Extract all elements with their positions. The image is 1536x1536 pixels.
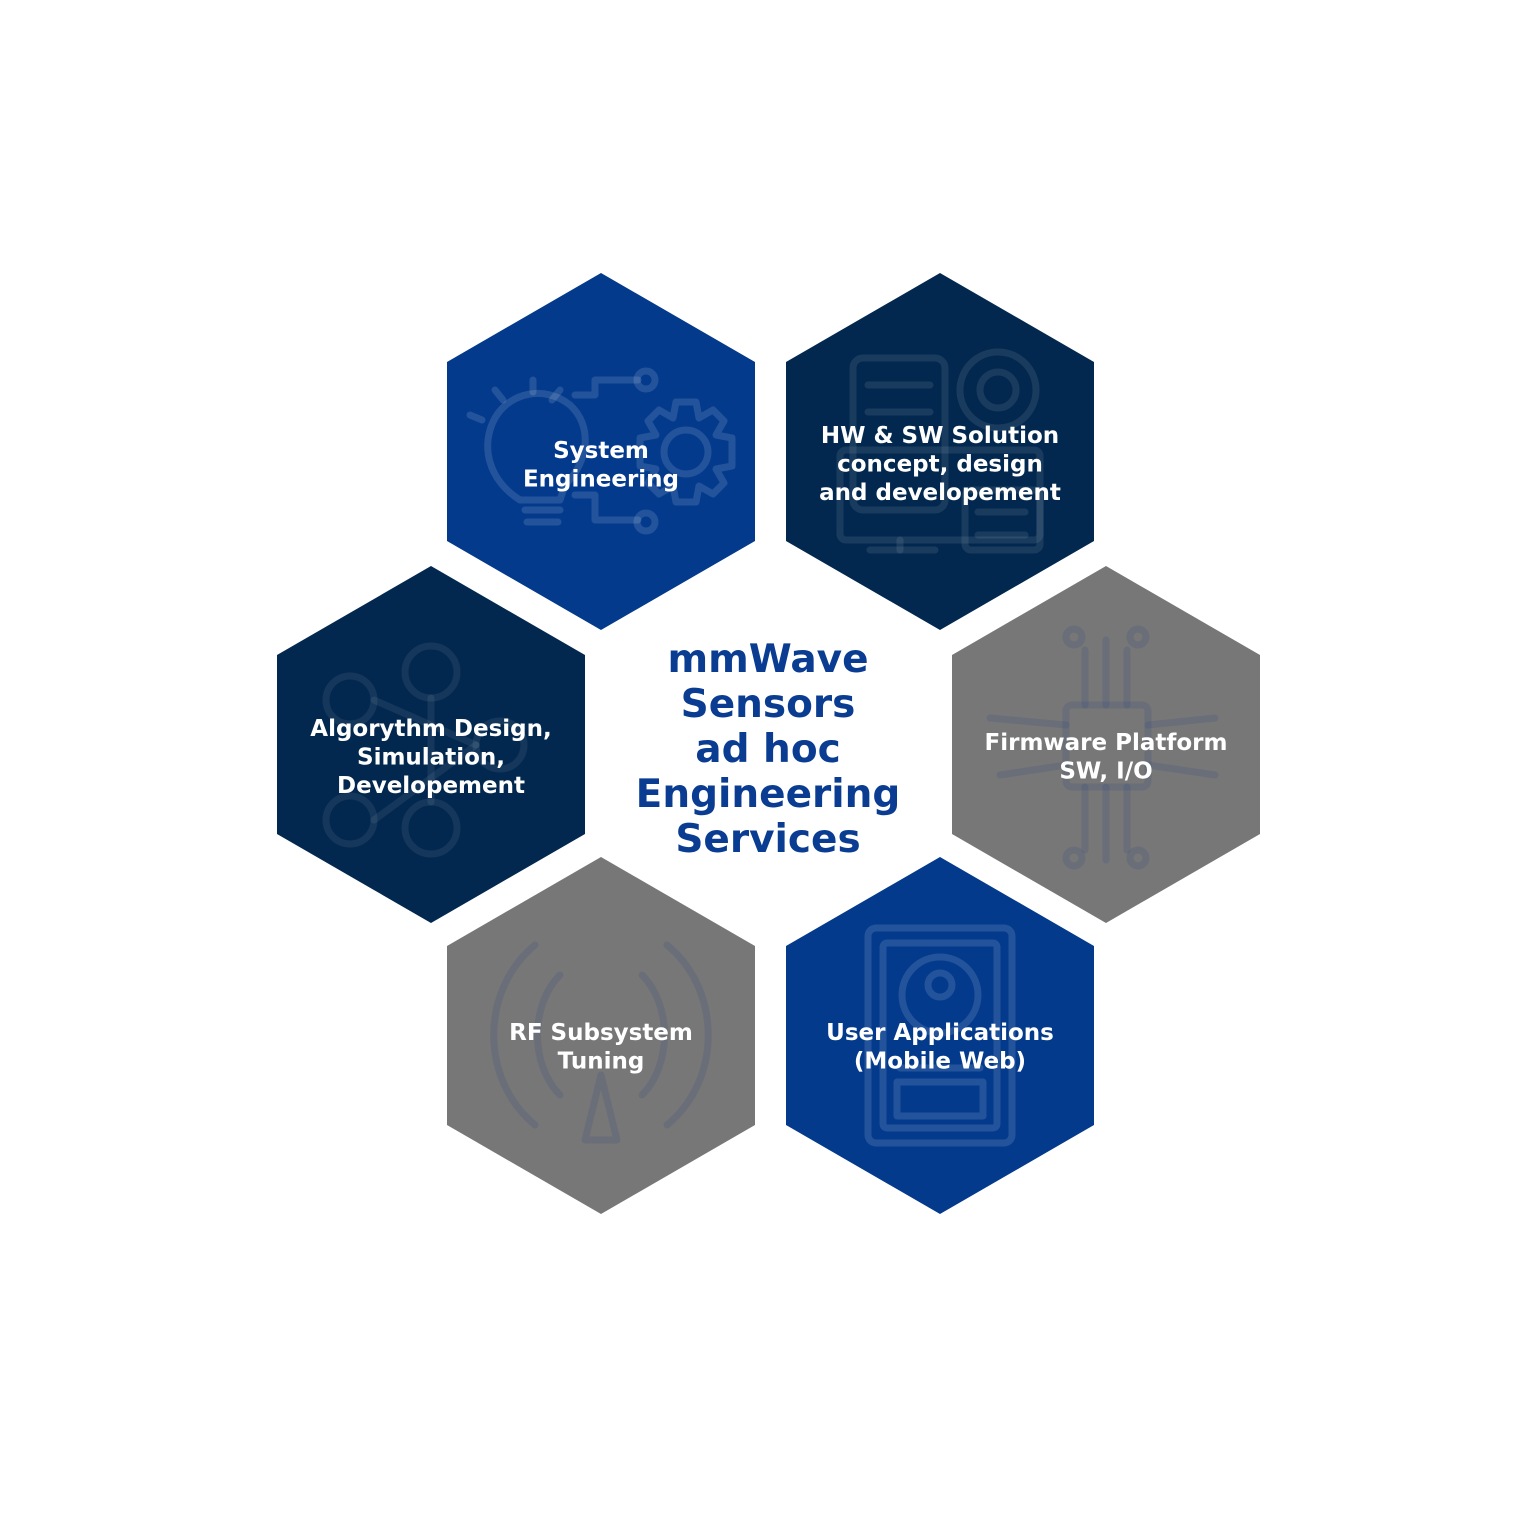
center-title-line: mmWave (667, 637, 868, 682)
hex-label-line: User Applications (826, 1020, 1054, 1046)
lightbulb-gear-icon (466, 367, 736, 535)
hex-label-line: Engineering (523, 467, 679, 493)
hex-label-line: and developement (819, 480, 1061, 506)
hex-shape (447, 273, 755, 630)
hex-label-line: SW, I/O (1059, 759, 1152, 785)
hex-shape (447, 857, 755, 1214)
hex-shape (786, 857, 1094, 1214)
hex-label-line: Developement (337, 773, 525, 799)
center-title-line: Engineering (636, 772, 901, 817)
hex-label-line: System (553, 438, 649, 464)
antenna-signal-icon (490, 941, 712, 1144)
hex-label-line: Tuning (558, 1049, 645, 1075)
chip-circuit-icon (986, 625, 1219, 870)
hex-label: User Applications (Mobile Web) (826, 1020, 1054, 1075)
hex-label-line: (Mobile Web) (854, 1049, 1026, 1075)
center-title-line: Services (675, 817, 860, 862)
hex-shape (786, 273, 1094, 630)
hex-label: Algorythm Design, Simulation,Developement (310, 716, 551, 799)
hex-label-line: Firmware Platform (985, 730, 1228, 756)
hex-shape (277, 566, 585, 923)
mobile-profile-icon (864, 924, 1016, 1147)
hex-shape (952, 566, 1260, 923)
network-nodes-icon (322, 642, 528, 858)
center-title-line: ad hoc (695, 727, 841, 772)
hex-label-line: concept, design (837, 452, 1043, 478)
center-title-line: Sensors (681, 682, 856, 727)
hardware-software-icon (836, 348, 1044, 554)
hex-label-line: HW & SW Solution (821, 423, 1059, 449)
hex-label-line: Algorythm Design, (310, 716, 551, 742)
hex-label-line: RF Subsystem (509, 1020, 693, 1046)
hex-label-line: Simulation, (357, 745, 505, 771)
hex-algorythm-design: Algorythm Design, Simulation,Developement (277, 566, 585, 923)
hex-user-applications: User Applications (Mobile Web) (786, 857, 1094, 1214)
